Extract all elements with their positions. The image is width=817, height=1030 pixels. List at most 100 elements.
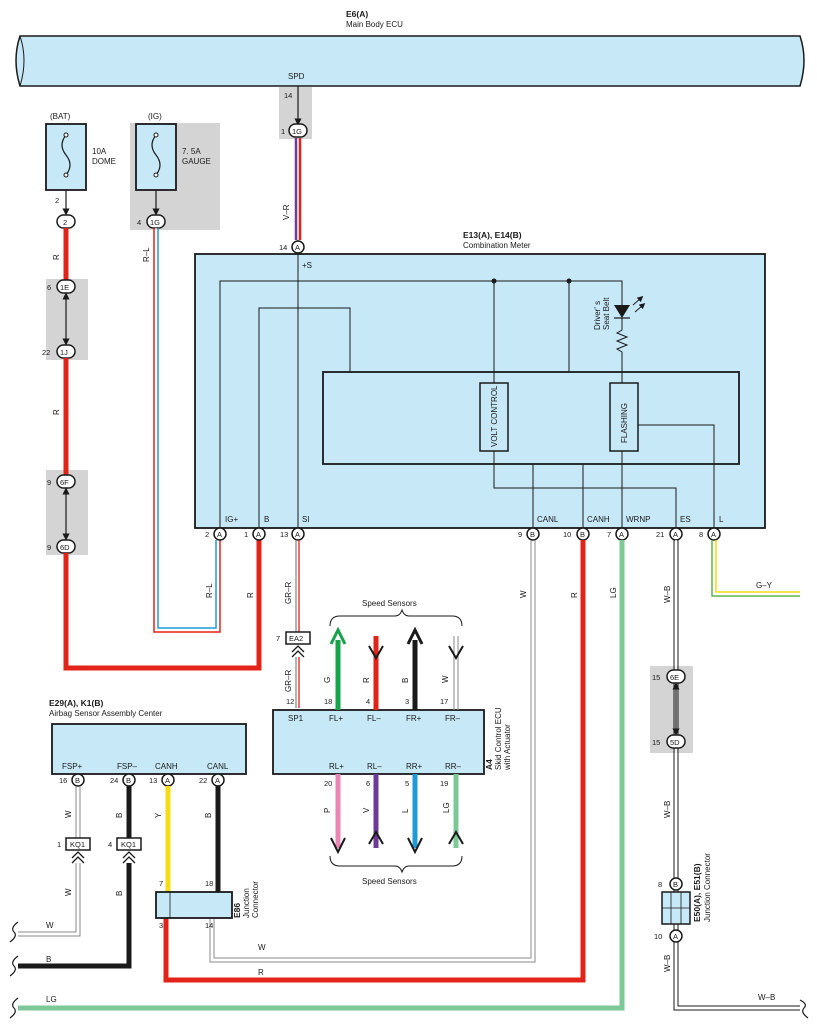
seatbelt-label-2: Seat Belt: [602, 297, 611, 330]
meter-terminal-si: SI A 13: [280, 515, 310, 541]
wire-v-r-label: V–R: [282, 204, 291, 220]
svg-text:1: 1: [57, 840, 61, 849]
meter-canl-wire: W W: [209, 540, 536, 963]
svg-text:R: R: [52, 409, 61, 415]
svg-text:1: 1: [244, 530, 248, 539]
svg-text:(BAT): (BAT): [50, 112, 71, 121]
airbag-code: E29(A), K1(B): [49, 698, 103, 708]
gauge-fuse-name: GAUGE: [182, 157, 211, 166]
svg-text:8: 8: [658, 880, 662, 889]
svg-text:1: 1: [281, 127, 285, 136]
svg-text:RR+: RR+: [406, 762, 423, 771]
svg-text:13: 13: [149, 776, 157, 785]
airbag-sensor-assembly: E29(A), K1(B) Airbag Sensor Assembly Cen…: [9, 698, 247, 977]
e50-code: E50(A), E51(B): [692, 863, 702, 922]
svg-text:3: 3: [405, 697, 409, 706]
svg-text:4: 4: [108, 840, 112, 849]
svg-text:L: L: [401, 808, 410, 813]
svg-text:R–L: R–L: [205, 583, 214, 598]
svg-text:18: 18: [324, 697, 332, 706]
connector-1e-label: 1E: [60, 283, 69, 292]
svg-text:7: 7: [276, 634, 280, 643]
svg-text:22: 22: [199, 776, 207, 785]
svg-text:B: B: [673, 880, 678, 889]
speed-sensors-bottom-label: Speed Sensors: [362, 877, 417, 886]
svg-text:22: 22: [42, 348, 50, 357]
connector-6e-label: 6E: [670, 673, 679, 682]
meter-terminal-ig: IG+ A 2: [205, 515, 238, 541]
junction-connector-e86: 7 18 3 14 E86 Junction Connector: [155, 879, 260, 930]
connector-5d-label: 5D: [670, 738, 680, 747]
svg-text:12: 12: [286, 697, 294, 706]
svg-text:17: 17: [440, 697, 448, 706]
svg-text:B: B: [115, 813, 124, 818]
svg-text:CANL: CANL: [207, 762, 229, 771]
svg-text:L: L: [719, 515, 724, 524]
svg-text:R: R: [52, 254, 61, 260]
spd-wire: 14 1G 1 V–R: [281, 86, 308, 240]
svg-text:3: 3: [159, 921, 163, 930]
svg-text:GR–R: GR–R: [284, 670, 293, 692]
svg-text:P: P: [323, 808, 332, 813]
svg-text:19: 19: [440, 779, 448, 788]
svg-text:9: 9: [47, 478, 51, 487]
svg-text:10: 10: [563, 530, 571, 539]
connector-1j-label: 1J: [60, 348, 68, 357]
e86-name-1: Junction: [242, 888, 251, 918]
svg-text:B: B: [401, 678, 410, 683]
skid-name-2: with Actuator: [503, 724, 512, 771]
connector-ea2-label: EA2: [289, 634, 303, 643]
connector-kq1-b-label: KQ1: [121, 840, 136, 849]
svg-text:14: 14: [205, 921, 213, 930]
svg-text:SI: SI: [302, 515, 310, 524]
meter-terminal-canh: CANH B 10: [563, 515, 610, 541]
svg-text:ES: ES: [680, 515, 691, 524]
svg-text:FL+: FL+: [329, 714, 343, 723]
svg-text:20: 20: [324, 779, 332, 788]
svg-text:R: R: [362, 677, 371, 683]
svg-text:G–Y: G–Y: [756, 581, 773, 590]
junction-connector-e50: B 8 A 10 E50(A), E51(B) Junction Connect…: [654, 853, 712, 943]
e86-name-2: Connector: [251, 881, 260, 918]
connector-1g-label: 1G: [292, 127, 302, 136]
svg-text:A: A: [215, 776, 220, 785]
si-wire: GR–R EA2 7 GR–R: [276, 540, 311, 708]
svg-text:B: B: [204, 813, 213, 818]
svg-text:15: 15: [652, 738, 660, 747]
svg-text:CANL: CANL: [537, 515, 559, 524]
svg-text:15: 15: [652, 673, 660, 682]
svg-text:CANH: CANH: [155, 762, 178, 771]
meter-terminal-wrnp: WRNP A 7: [607, 515, 650, 541]
svg-text:B: B: [46, 955, 51, 964]
svg-text:1G: 1G: [150, 218, 160, 227]
svg-text:A: A: [165, 776, 170, 785]
svg-text:FR+: FR+: [406, 714, 422, 723]
flashing-label: FLASHING: [620, 403, 629, 443]
svg-text:7: 7: [159, 879, 163, 888]
volt-control-label: VOLT CONTROL: [490, 385, 499, 447]
svg-text:14: 14: [279, 243, 287, 252]
svg-text:W: W: [64, 888, 73, 896]
svg-text:FR–: FR–: [445, 714, 461, 723]
speed-sensors-top-label: Speed Sensors: [362, 599, 417, 608]
dome-fuse: (BAT) 10A DOME 2 2: [45, 112, 116, 229]
svg-text:FL–: FL–: [367, 714, 381, 723]
svg-text:4: 4: [137, 218, 141, 227]
svg-text:W: W: [64, 810, 73, 818]
dome-fuse-name: DOME: [92, 157, 116, 166]
es-wb-wire: W–B 6E 15 5D 15 W–B W–B W–B: [652, 540, 809, 1019]
svg-text:LG: LG: [442, 802, 451, 813]
svg-text:W–B: W–B: [663, 801, 672, 818]
svg-text:14: 14: [284, 91, 292, 100]
combination-meter: E13(A), E14(B) Combination Meter A 14 +S…: [194, 230, 766, 541]
svg-text:B: B: [126, 776, 131, 785]
e86-code: E86: [232, 903, 242, 918]
svg-text:6: 6: [366, 779, 370, 788]
connector-6f-label: 6F: [60, 478, 69, 487]
svg-text:9: 9: [518, 530, 522, 539]
skid-control-ecu: Speed Sensors A4 Skid Control ECU with A…: [272, 599, 512, 886]
svg-text:A: A: [711, 530, 716, 539]
svg-text:A: A: [217, 530, 222, 539]
svg-text:B: B: [580, 530, 585, 539]
svg-text:B: B: [115, 891, 124, 896]
